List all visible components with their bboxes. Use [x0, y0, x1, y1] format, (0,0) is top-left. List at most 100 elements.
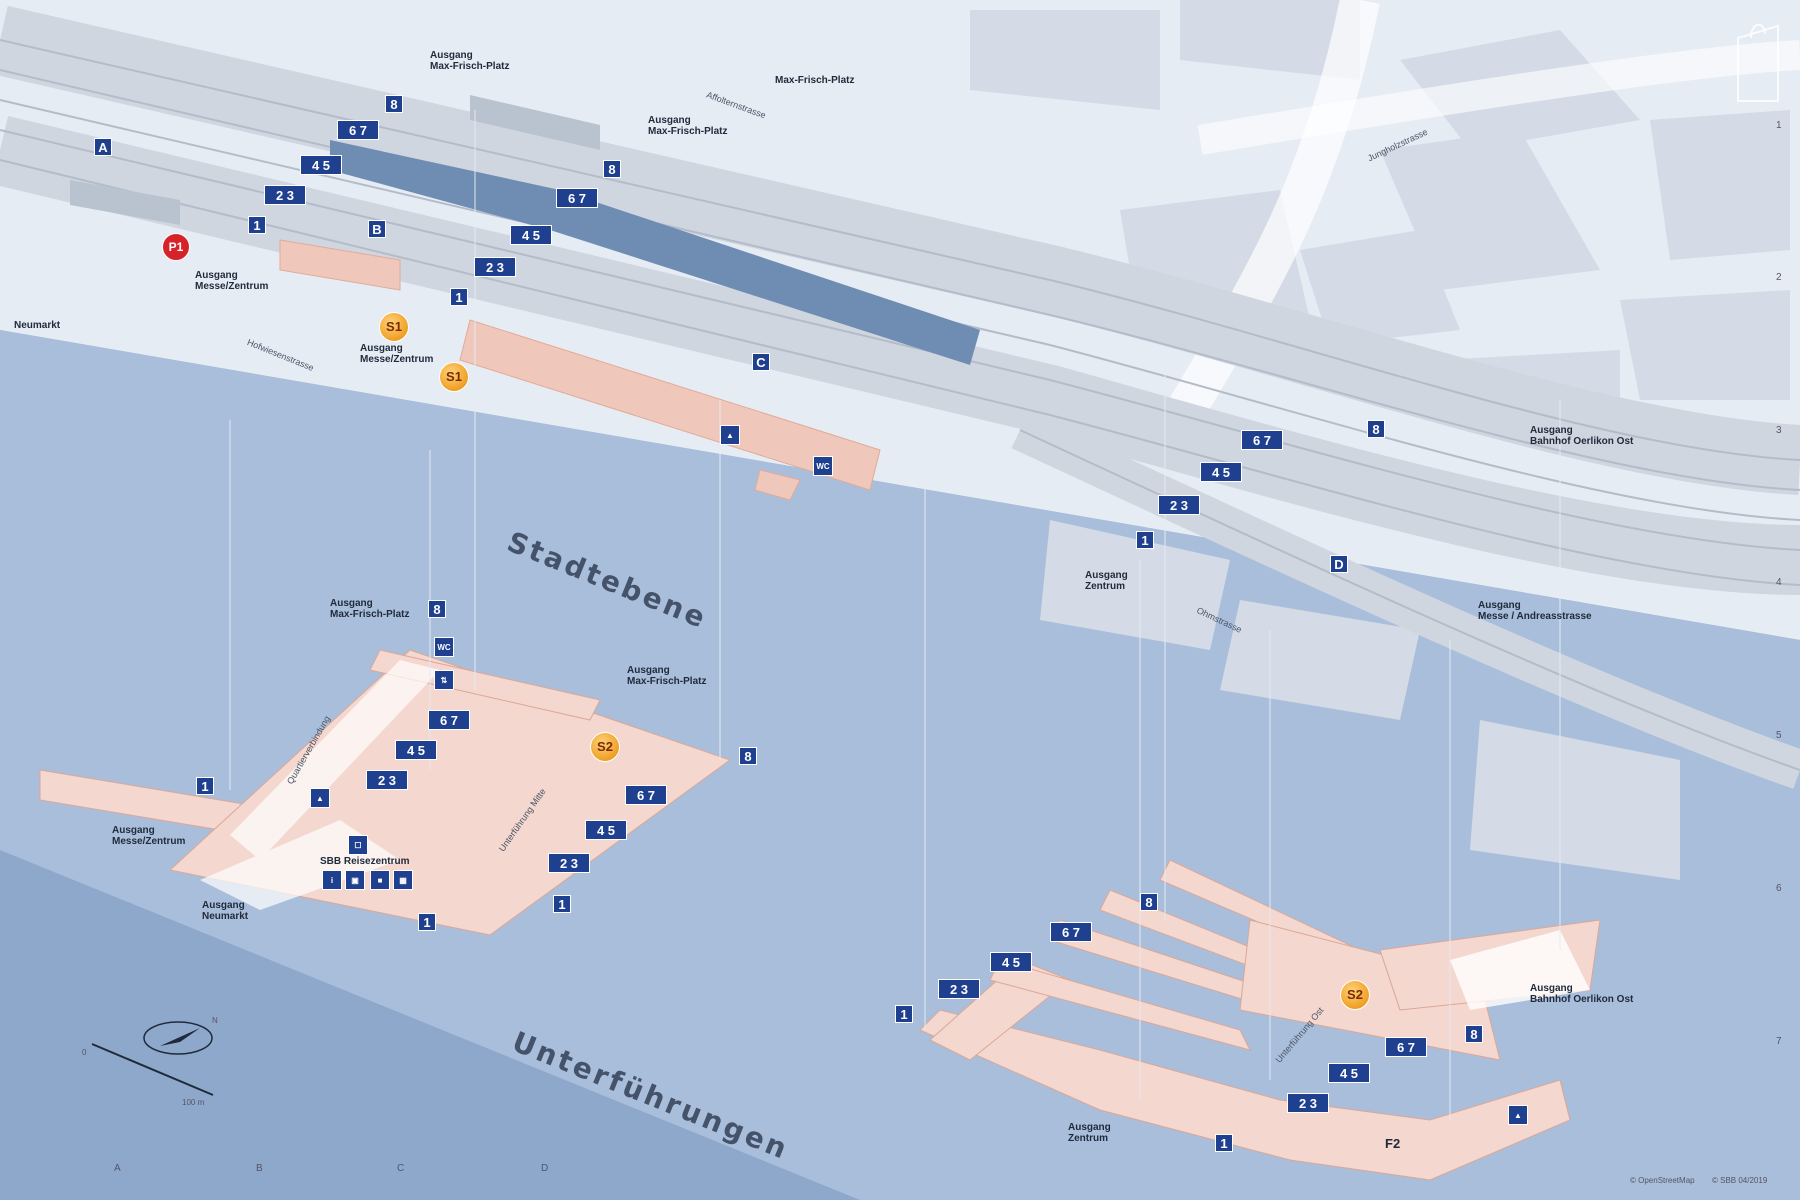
track-8-under-right-top[interactable]: 8: [1140, 893, 1158, 911]
sbahn-s1-a[interactable]: S1: [379, 312, 409, 342]
sbahn-s2-a[interactable]: S2: [590, 732, 620, 762]
label-maxfrisch-platz: Max-Frisch-Platz: [775, 75, 855, 86]
track-1-right[interactable]: 1: [1136, 531, 1154, 549]
ticket-icon[interactable]: ☐: [348, 835, 368, 855]
sector-b[interactable]: B: [368, 220, 386, 238]
compass-rose: [143, 1021, 213, 1055]
shop-icon[interactable]: ▲: [310, 788, 330, 808]
track-1-mid[interactable]: 1: [450, 288, 468, 306]
track-23-under-right[interactable]: 2 3: [938, 979, 980, 999]
track-23-top[interactable]: 2 3: [264, 185, 306, 205]
track-pair-label[interactable]: 2 3: [938, 979, 980, 999]
track-45-mid[interactable]: 4 5: [510, 225, 552, 245]
track-pair-label[interactable]: 4 5: [510, 225, 552, 245]
track-45-under-right[interactable]: 4 5: [990, 952, 1032, 972]
track-45-right[interactable]: 4 5: [1200, 462, 1242, 482]
track-67-right[interactable]: 6 7: [1241, 430, 1283, 450]
track-67-mid[interactable]: 6 7: [556, 188, 598, 208]
track-8-under-right-b[interactable]: 8: [1465, 1025, 1483, 1043]
track-45-under-right-b[interactable]: 4 5: [1328, 1063, 1370, 1083]
track-pair-label[interactable]: 2 3: [474, 257, 516, 277]
bag-icon: [1737, 23, 1779, 102]
track-45-top[interactable]: 4 5: [300, 155, 342, 175]
sector-d[interactable]: D: [1330, 555, 1348, 573]
track-8-top[interactable]: 8: [385, 95, 403, 113]
scale-bar: [91, 1043, 214, 1096]
luggage-icon[interactable]: ▣: [345, 870, 365, 890]
shop-icon[interactable]: ▲: [720, 425, 740, 445]
label-exit-messe-top1: Ausgang Messe/Zentrum: [195, 270, 269, 292]
track-23-under-left-b[interactable]: 2 3: [548, 853, 590, 873]
track-pair-label[interactable]: 4 5: [1328, 1063, 1370, 1083]
elevator-icon[interactable]: ⇅: [434, 670, 454, 690]
track-pair-label[interactable]: 6 7: [428, 710, 470, 730]
track-pair-label[interactable]: 4 5: [395, 740, 437, 760]
grid-row-4: 4: [1776, 577, 1782, 588]
label-exit-zentrum-top: Ausgang Zentrum: [1085, 570, 1128, 592]
sbahn-s2-b[interactable]: S2: [1340, 980, 1370, 1010]
track-1-under-left[interactable]: 1: [196, 777, 214, 795]
track-1-top[interactable]: 1: [248, 216, 266, 234]
label-exit-maxfrisch-under2: Ausgang Max-Frisch-Platz: [627, 665, 707, 687]
track-pair-label[interactable]: 2 3: [1158, 495, 1200, 515]
track-pair-label[interactable]: 2 3: [264, 185, 306, 205]
info-icon[interactable]: i: [322, 870, 342, 890]
track-45-under-left-b[interactable]: 4 5: [585, 820, 627, 840]
label-neumarkt: Neumarkt: [14, 320, 61, 331]
track-pair-label[interactable]: 6 7: [1241, 430, 1283, 450]
track-45-under-left[interactable]: 4 5: [395, 740, 437, 760]
atm-icon[interactable]: ■: [370, 870, 390, 890]
track-8-right[interactable]: 8: [1367, 420, 1385, 438]
wc-icon[interactable]: WC: [434, 637, 454, 657]
track-pair-label[interactable]: 4 5: [990, 952, 1032, 972]
label-exit-maxfrisch-top: Ausgang Max-Frisch-Platz: [430, 50, 510, 72]
track-23-right[interactable]: 2 3: [1158, 495, 1200, 515]
track-pair-label[interactable]: 6 7: [1050, 922, 1092, 942]
track-1-under-right[interactable]: 1: [895, 1005, 913, 1023]
sbahn-s1-b[interactable]: S1: [439, 362, 469, 392]
track-pair-label[interactable]: 4 5: [300, 155, 342, 175]
track-pair-label[interactable]: 6 7: [625, 785, 667, 805]
parking-p1[interactable]: P1: [162, 233, 190, 261]
track-8-mid[interactable]: 8: [603, 160, 621, 178]
track-67-top[interactable]: 6 7: [337, 120, 379, 140]
track-pair-label[interactable]: 2 3: [366, 770, 408, 790]
bus-icon[interactable]: ▦: [393, 870, 413, 890]
label-f2: F2: [1385, 1136, 1401, 1151]
wc-icon[interactable]: WC: [813, 456, 833, 476]
label-exit-messe-under: Ausgang Messe/Zentrum: [112, 825, 186, 847]
track-67-under-left-b[interactable]: 6 7: [625, 785, 667, 805]
track-pair-label[interactable]: 4 5: [1200, 462, 1242, 482]
track-pair-label[interactable]: 6 7: [337, 120, 379, 140]
track-1-under-right-b[interactable]: 1: [1215, 1134, 1233, 1152]
label-exit-messe-andreas: Ausgang Messe / Andreasstrasse: [1478, 600, 1592, 622]
scale-hundred: 100 m: [182, 1098, 205, 1107]
track-23-under-right-b[interactable]: 2 3: [1287, 1093, 1329, 1113]
track-8-under-left-right[interactable]: 8: [739, 747, 757, 765]
track-67-under-left[interactable]: 6 7: [428, 710, 470, 730]
platform-canopy: [330, 140, 980, 365]
track-23-under-left[interactable]: 2 3: [366, 770, 408, 790]
track-67-under-right[interactable]: 6 7: [1050, 922, 1092, 942]
track-pair-label[interactable]: 6 7: [556, 188, 598, 208]
station-buildings: [279, 239, 881, 501]
track-pair-label[interactable]: 6 7: [1385, 1037, 1427, 1057]
sector-c[interactable]: C: [752, 353, 770, 371]
track-8-under-left-top[interactable]: 8: [428, 600, 446, 618]
track-1-under-left-b[interactable]: 1: [553, 895, 571, 913]
track-67-under-right-b[interactable]: 6 7: [1385, 1037, 1427, 1057]
shop-icon[interactable]: ▲: [1508, 1105, 1528, 1125]
grid-col-a: A: [114, 1163, 121, 1174]
track-23-mid[interactable]: 2 3: [474, 257, 516, 277]
track-bundle: [0, 5, 1800, 789]
grid-row-1: 1: [1776, 120, 1782, 131]
track-pair-label[interactable]: 2 3: [548, 853, 590, 873]
track-pair-label[interactable]: 2 3: [1287, 1093, 1329, 1113]
grid-row-3: 3: [1776, 425, 1782, 436]
credit-sbb: © SBB 04/2019: [1712, 1176, 1768, 1185]
sector-a[interactable]: A: [94, 138, 112, 156]
label-exit-messe-top2: Ausgang Messe/Zentrum: [360, 343, 434, 365]
track-1-under-left-c[interactable]: 1: [418, 913, 436, 931]
track-pair-label[interactable]: 4 5: [585, 820, 627, 840]
compass-north: N: [212, 1016, 218, 1025]
